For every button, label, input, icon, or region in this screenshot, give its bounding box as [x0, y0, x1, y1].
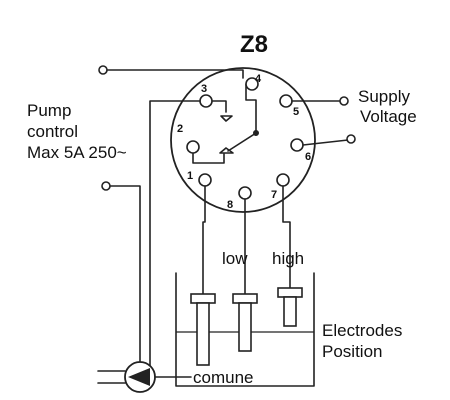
pump-arrow: [128, 368, 150, 386]
pin-1: [198, 173, 212, 187]
pump-terminal-top: [98, 65, 108, 75]
high-label: high: [272, 249, 304, 268]
pin-2: [186, 140, 200, 154]
supply-terminal-6: [346, 134, 356, 144]
pin-5-number: 5: [293, 106, 299, 118]
electrode-high-rod: [283, 296, 297, 327]
tank: [175, 272, 315, 387]
pin-7-number: 7: [271, 189, 277, 201]
pin-4-number: 4: [255, 73, 262, 85]
electrode-common-cap: [190, 293, 216, 304]
pin-8-number: 8: [227, 199, 233, 211]
pin-7: [276, 173, 290, 187]
pin-1-number: 1: [187, 170, 193, 182]
switch-pivot: [253, 130, 259, 136]
diagram-title: Z8: [240, 31, 268, 58]
electrodes-position-label-2: Position: [322, 342, 382, 361]
pin-3-number: 3: [201, 83, 207, 95]
pin-5: [279, 94, 293, 108]
supply-wire-6: [302, 139, 349, 146]
comune-label: comune: [193, 368, 253, 387]
pin3-to-pump-wire: [149, 100, 201, 369]
pump-wire-top: [106, 69, 244, 79]
electrode-common-rod: [196, 302, 210, 366]
pump-wire-bottom: [109, 185, 141, 366]
pump-control-label-3: Max 5A 250~: [27, 143, 127, 162]
supply-voltage-label-1: Supply: [358, 87, 410, 106]
electrode-low-cap: [232, 293, 258, 304]
pin-2-number: 2: [177, 123, 183, 135]
switch-arm: [227, 132, 257, 152]
supply-voltage-label-2: Voltage: [360, 107, 417, 126]
pin-4: [245, 77, 259, 91]
pin-3: [199, 94, 213, 108]
pump-control-label-2: control: [27, 122, 78, 141]
pin7-high-wire: [282, 185, 291, 289]
pump-terminal-bottom: [101, 181, 111, 191]
internal-contact-nub-2: [219, 147, 234, 154]
internal-contact-nub-3: [220, 115, 233, 122]
internal-contact-line-2: [192, 147, 225, 164]
pin-6: [290, 138, 304, 152]
pin-8: [238, 186, 252, 200]
low-label: low: [222, 249, 248, 268]
electrode-high-cap: [277, 287, 303, 298]
pump-control-label-1: Pump: [27, 101, 71, 120]
supply-terminal-5: [339, 96, 349, 106]
pin1-common-wire: [202, 185, 206, 297]
electrode-low-rod: [238, 302, 252, 352]
electrodes-position-label-1: Electrodes: [322, 321, 402, 340]
pin-6-number: 6: [305, 151, 311, 163]
